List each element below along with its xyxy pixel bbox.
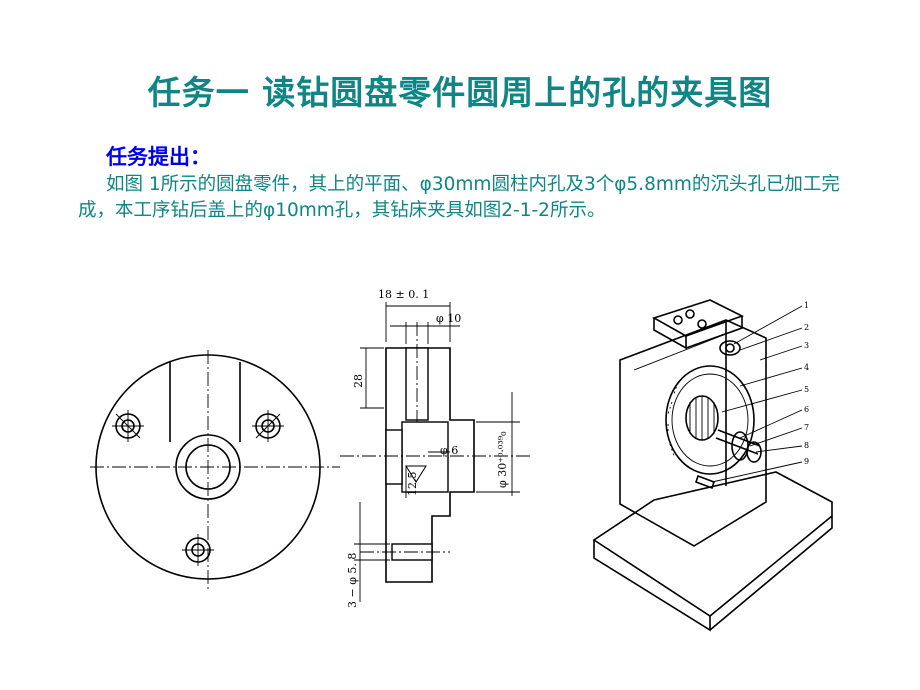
dim-bore: φ 30⁺⁰·⁰³⁹₀ <box>496 431 509 488</box>
dim-depth: 28 <box>352 374 365 388</box>
callout-3: 3 <box>804 341 809 350</box>
callout-1: 1 <box>804 301 809 310</box>
callout-2: 2 <box>804 323 809 332</box>
callout-7: 7 <box>804 423 809 432</box>
disc-front-view <box>90 350 340 590</box>
dim-thickness: 18 ± 0. 1 <box>378 288 429 301</box>
task-description: 如图 1所示的圆盘零件，其上的平面、φ30mm圆柱内孔及3个φ5.8mm的沉头孔… <box>78 174 840 221</box>
disc-section-view: 18 ± 0. 1 φ 10 28 φ 30⁺⁰·⁰³⁹₀ φ 6 12.5 3… <box>340 288 530 608</box>
dim-drill-hole: φ 10 <box>436 312 461 325</box>
dim-counterbore: 3 − φ 5. 8 <box>346 553 359 608</box>
dim-small-hole: φ 6 <box>440 444 458 457</box>
roughness-mark: 12.5 <box>406 472 419 497</box>
callout-9: 9 <box>804 457 809 466</box>
task-heading: 任务提出： <box>106 145 211 169</box>
slide-title: 任务一 读钻圆盘零件圆周上的孔的夹具图 <box>147 73 773 112</box>
callout-8: 8 <box>804 441 809 450</box>
callout-5: 5 <box>804 385 809 394</box>
callout-6: 6 <box>804 405 809 414</box>
drill-jig-illustration: 1 2 3 4 5 6 7 8 9 <box>592 299 833 632</box>
callout-4: 4 <box>804 363 809 372</box>
